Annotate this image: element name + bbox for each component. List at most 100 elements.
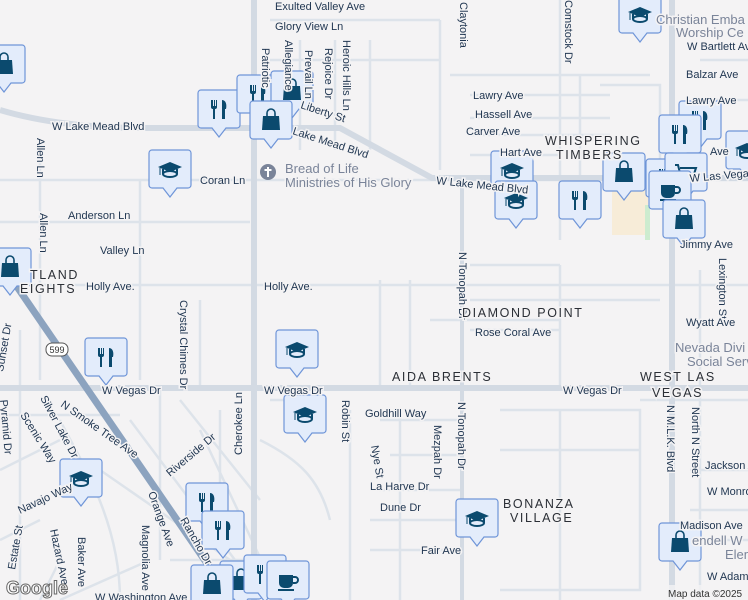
street-label: Lawry Ave bbox=[473, 90, 524, 102]
street-label: Liberty St bbox=[299, 99, 347, 125]
svg-text:599: 599 bbox=[49, 345, 64, 355]
place-label[interactable]: Social Serv bbox=[686, 353, 748, 371]
street-label: La Harve Dr bbox=[370, 481, 430, 493]
street-label: Fair Ave bbox=[421, 545, 461, 557]
street-label: Balzar Ave bbox=[686, 69, 738, 81]
map-attribution[interactable]: Map data ©2025 bbox=[668, 589, 743, 600]
street-label: W Bartlett Ave bbox=[687, 41, 748, 53]
street-label: Prevail Ln bbox=[302, 50, 314, 99]
street-label: Navajo Way bbox=[16, 481, 75, 517]
poi-marker-shopping[interactable] bbox=[0, 247, 32, 296]
poi-marker-shopping[interactable] bbox=[658, 522, 702, 571]
street-label: W Lake Mead Blvd bbox=[52, 121, 144, 133]
poi-marker-school[interactable] bbox=[148, 149, 192, 198]
place-label[interactable]: Elem bbox=[724, 546, 748, 564]
street-label: W Las Vegas bbox=[689, 167, 748, 185]
street-label: Holly Ave. bbox=[86, 281, 135, 293]
poi-marker-school[interactable] bbox=[283, 394, 327, 443]
place-label[interactable]: Ministries of His Glory bbox=[284, 174, 414, 192]
street-label: Robin St bbox=[339, 400, 351, 442]
poi-marker-school[interactable] bbox=[59, 458, 103, 507]
street-label: N M.L.K. Blvd bbox=[664, 405, 676, 472]
poi-marker-restaurant[interactable] bbox=[558, 180, 602, 229]
poi-marker-shopping[interactable] bbox=[662, 199, 706, 248]
street-label: Hart Ave bbox=[500, 147, 542, 159]
church-icon[interactable] bbox=[260, 164, 276, 180]
street-label: Madison Ave bbox=[680, 520, 743, 532]
poi-marker-school[interactable] bbox=[618, 0, 662, 43]
street-label: Goldhill Way bbox=[365, 408, 427, 420]
neighborhood-label: VEGAS bbox=[652, 386, 703, 400]
street-label: Carver Ave bbox=[466, 126, 520, 138]
neighborhood-label: BONANZA bbox=[503, 497, 575, 511]
google-logo: Google bbox=[6, 578, 68, 598]
poi-marker-school[interactable] bbox=[725, 130, 748, 179]
street-label: Exulted Valley Ave bbox=[275, 1, 365, 13]
street-label: W Vegas Dr bbox=[563, 385, 622, 397]
street-label: Crystal Chimes Dr bbox=[177, 300, 189, 390]
street-label: Ave bbox=[710, 146, 729, 158]
w-lake-mead-blvd-road bbox=[0, 107, 748, 181]
street-label: Lawry Ave bbox=[686, 95, 737, 107]
street-label: Wyatt Ave bbox=[686, 317, 735, 329]
street-label: Allen Ln bbox=[37, 213, 49, 253]
street-label: North N Street bbox=[689, 407, 701, 477]
poi-marker-coffee[interactable] bbox=[266, 560, 310, 600]
street-label: Coran Ln bbox=[200, 175, 245, 187]
street-label: Riverside Dr bbox=[164, 431, 218, 479]
street-label: Baker Ave bbox=[75, 537, 87, 587]
neighborhood-label: EIGHTS bbox=[20, 282, 76, 296]
street-label: N Tonopah Dr bbox=[455, 402, 467, 470]
neighborhood-label: TIMBERS bbox=[556, 148, 623, 162]
poi-marker-school[interactable] bbox=[275, 329, 319, 378]
street-label: Jimmy Ave bbox=[680, 239, 733, 251]
poi-marker-shopping[interactable] bbox=[249, 100, 293, 149]
street-label: Jackson Ave bbox=[705, 460, 748, 472]
rancho-dr-highway bbox=[0, 260, 235, 600]
street-label: Comstock Dr bbox=[562, 0, 574, 64]
street-label: Sunset Dr bbox=[0, 322, 15, 373]
neighborhood-label: TLAND bbox=[30, 268, 79, 282]
poi-marker-shopping[interactable] bbox=[0, 44, 26, 93]
route-shield-599: 599 bbox=[45, 342, 69, 357]
street-label: Cherokee Ln bbox=[233, 392, 245, 455]
poi-marker-restaurant[interactable] bbox=[84, 337, 128, 386]
poi-marker-school[interactable] bbox=[494, 180, 538, 229]
street-label: Valley Ln bbox=[100, 245, 144, 257]
street-label: W Monroe Ave bbox=[707, 486, 748, 498]
street-label: W Vegas Dr bbox=[102, 385, 161, 397]
street-label: Magnolia Ave bbox=[139, 525, 151, 591]
street-label: W Washington Ave bbox=[95, 592, 187, 600]
street-label: Lexington St bbox=[716, 258, 728, 319]
place-label[interactable]: Bread of Life bbox=[284, 160, 361, 178]
street-label: Holly Ave. bbox=[264, 281, 313, 293]
poi-marker-restaurant[interactable] bbox=[201, 510, 245, 559]
place-label[interactable]: Nevada Divi bbox=[674, 339, 747, 357]
street-label: W Vegas Dr bbox=[264, 385, 323, 397]
attribution-background bbox=[663, 585, 748, 600]
poi-marker-shopping[interactable] bbox=[190, 564, 234, 600]
street-label: Nye St bbox=[368, 444, 386, 479]
street-label: Heroic Hills Ln bbox=[340, 40, 352, 111]
neighborhood-label: VILLAGE bbox=[510, 511, 573, 525]
poi-marker-shopping[interactable] bbox=[602, 152, 646, 201]
street-label: Mezpah Dr bbox=[431, 425, 443, 479]
street-label: Estate St bbox=[6, 524, 26, 570]
place-label[interactable]: Worship Ce bbox=[675, 24, 746, 42]
poi-marker-school[interactable] bbox=[455, 498, 499, 547]
street-label: Dune Dr bbox=[380, 502, 421, 514]
neighborhood-label: AIDA BRENTS bbox=[392, 370, 492, 384]
commercial-area bbox=[612, 190, 648, 235]
street-label: Rejoice Dr bbox=[322, 48, 334, 100]
street-label: N Tonopah Dr bbox=[456, 252, 468, 320]
street-label: W Adams Ave bbox=[707, 571, 748, 583]
place-label[interactable]: Christian Emba bbox=[655, 11, 748, 29]
place-label[interactable]: endell W bbox=[691, 532, 745, 550]
street-label: Rose Coral Ave bbox=[475, 327, 551, 339]
street-label: Claytonia bbox=[457, 2, 469, 49]
